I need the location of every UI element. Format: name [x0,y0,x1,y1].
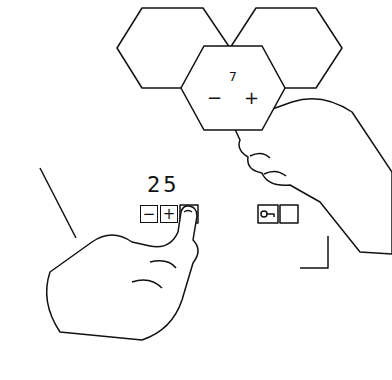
extra-button [280,205,298,223]
timer-key: + [160,205,178,223]
timer-key: − [140,205,158,223]
key-symbol: + [163,207,176,222]
power-level: 7 [229,70,237,83]
key-symbol [261,211,267,217]
zone-key: − [207,89,222,107]
left-hand [47,206,198,340]
fingernail [184,211,192,213]
lock-button [258,205,278,223]
key-symbol: − [143,207,156,222]
panel-edge [40,168,76,238]
key-symbol [267,214,274,217]
zone-keys: −+ [207,89,259,107]
timer-display: 25 [147,172,180,197]
knuckle-lines [250,153,286,176]
panel-edge [300,236,328,268]
zone-key: + [244,89,259,107]
cooking-zone-control: 7−+ [180,45,286,131]
knuckle-lines [132,261,176,288]
hexagon-outline [180,45,286,131]
